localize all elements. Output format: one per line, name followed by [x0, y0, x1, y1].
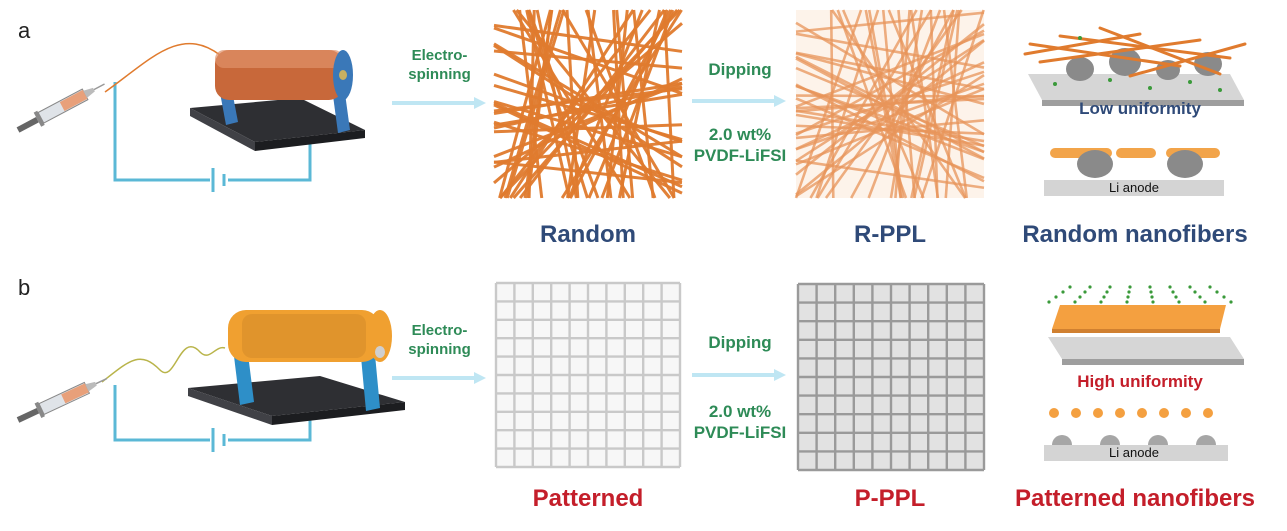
syringe-icon	[16, 377, 108, 423]
electrospinning-setup-random	[16, 43, 365, 192]
arrow-dipping-a	[692, 95, 786, 107]
uniformity-label-low: Low uniformity	[1079, 99, 1201, 118]
electrospinning-setup-patterned	[16, 310, 405, 452]
pppl-fiber-mat	[796, 282, 986, 472]
caption-patterned-nanofibers: Patterned nanofibers	[1014, 485, 1256, 512]
arrow-dipping-b	[692, 369, 786, 381]
dipping-solution-b: 2.0 wt% PVDF-LiFSI	[693, 402, 787, 442]
caption-pppl: P-PPL	[854, 485, 926, 512]
step-electrospinning-b: Electro- spinning	[408, 322, 471, 358]
li-anode-label-b: Li anode	[1109, 445, 1159, 460]
drum-collector-icon	[228, 310, 392, 362]
drum-collector-icon	[215, 50, 353, 100]
caption-random: Random	[540, 221, 636, 248]
dipping-solution-a: 2.0 wt% PVDF-LiFSI	[693, 125, 787, 165]
arrow-electrospinning-a	[392, 97, 486, 109]
battery-symbol-icon	[211, 428, 226, 452]
dipping-label-a: Dipping	[708, 60, 772, 79]
patterned-fiber-mat	[494, 281, 682, 469]
battery-symbol-icon	[211, 168, 226, 192]
rppl-fiber-mat	[794, 9, 985, 199]
uniformity-label-high: High uniformity	[1077, 372, 1203, 391]
caption-random-nanofibers: Random nanofibers	[1022, 221, 1248, 248]
syringe-icon	[16, 83, 105, 133]
panel-letter-b: b	[18, 275, 31, 300]
patterned-deposition-schematic	[1044, 285, 1244, 461]
random-fiber-mat	[493, 8, 683, 200]
step-electrospinning-a: Electro- spinning	[408, 47, 471, 83]
caption-rppl: R-PPL	[854, 221, 926, 248]
arrow-electrospinning-b	[392, 372, 486, 384]
dipping-label-b: Dipping	[708, 333, 772, 352]
li-anode-label-a: Li anode	[1109, 180, 1159, 195]
panel-letter-a: a	[18, 18, 31, 43]
random-deposition-schematic	[1023, 26, 1247, 196]
caption-patterned: Patterned	[532, 485, 644, 512]
